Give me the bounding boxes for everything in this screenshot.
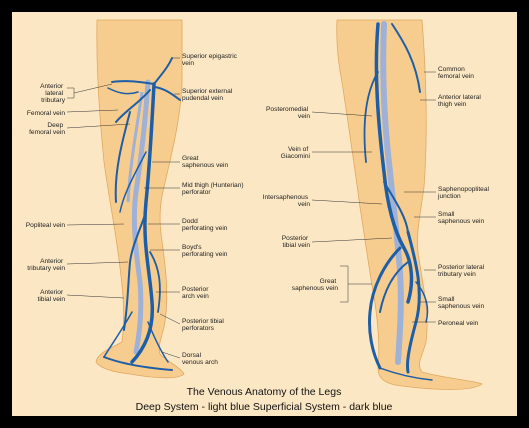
- caption-legend: Deep System - light blue Superficial Sys…: [136, 401, 393, 413]
- label-anterior-tributary-vein: Anterior tributary vein: [27, 258, 65, 272]
- label-intersaphenous-vein: Intersaphenous vein: [263, 194, 311, 208]
- label-small-saphenous-vein-upper: Small saphenous vein: [438, 211, 485, 225]
- label-posterior-tibial-perforators: Posterior tibial perforators: [182, 318, 226, 332]
- label-dorsal-venous-arch: Dorsal venous arch: [182, 352, 218, 366]
- label-great-saphenous-vein: Great saphenous vein: [182, 155, 229, 169]
- diagram-frame: Anterior lateral tributary Femoral vein …: [12, 12, 517, 416]
- label-superior-epigastric-vein: Superior epigastric vein: [182, 53, 239, 67]
- label-anterior-lateral-tributary: Anterior lateral tributary: [40, 83, 66, 104]
- label-anterior-tibial-vein: Anterior tibial vein: [38, 289, 66, 303]
- label-popliteal-vein: Popliteal vein: [26, 222, 66, 229]
- label-anterior-lateral-thigh-vein: Anterior lateral thigh vein: [438, 94, 483, 108]
- label-posterior-tibial-vein: Posterior tibial vein: [282, 235, 311, 249]
- label-posterior-arch-vein: Posterior arch vein: [182, 286, 210, 300]
- caption-title: The Venous Anatomy of the Legs: [187, 386, 342, 398]
- label-saphenopopliteal-junction: Saphenopopliteal junction: [437, 186, 491, 200]
- label-posterior-lateral-tributary-vein: Posterior lateral tributary vein: [438, 264, 486, 278]
- label-femoral-vein: Femoral vein: [27, 110, 65, 117]
- label-mid-thigh-perforator: Mid thigh (Hunterian) perforator: [182, 182, 245, 196]
- label-posteromedial-vein: Posteromedial vein: [266, 106, 310, 120]
- label-dodd-perforating-vein: Dodd perforating vein: [182, 218, 228, 232]
- label-common-femoral-vein: Common femoral vein: [438, 66, 474, 80]
- label-great-saphenous-vein-back: Great saphenous vein: [292, 278, 339, 292]
- label-vein-of-giacomini: Vein of Giacomini: [281, 146, 311, 160]
- label-boyds-perforating-vein: Boyd's perforating vein: [182, 244, 228, 258]
- venous-anatomy-diagram: Anterior lateral tributary Femoral vein …: [12, 12, 517, 416]
- label-small-saphenous-vein-lower: Small saphenous vein: [438, 296, 485, 310]
- label-superior-external-pudendal-vein: Superior external pudendal vein: [182, 88, 234, 102]
- front-leg: [96, 20, 184, 378]
- label-peroneal-vein: Peroneal vein: [438, 320, 479, 327]
- label-deep-femoral-vein: Deep femoral vein: [29, 122, 65, 136]
